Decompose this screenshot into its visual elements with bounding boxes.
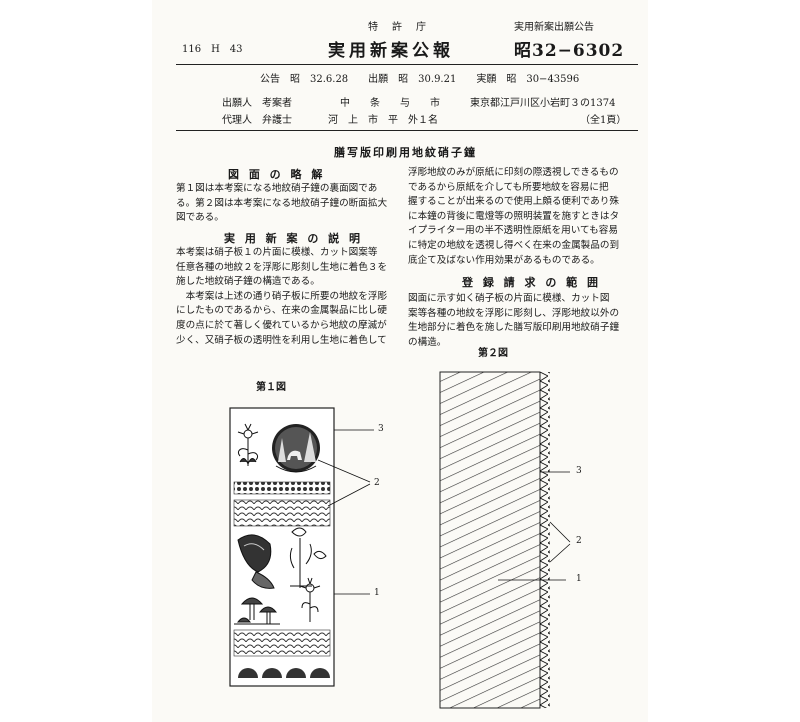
- publication-number: 昭32−6302: [514, 41, 625, 61]
- flower-motif-top: [237, 423, 259, 466]
- drawing-section-text: 第１図は本考案になる地紋硝子鐘の裏面図であ る。第２図は本考案になる地紋硝子鐘の…: [176, 183, 388, 224]
- agent-name: 河 上 市 平 外１名: [328, 115, 438, 126]
- fig1-ref-2: 2: [374, 478, 380, 488]
- pattern-band-1: [233, 481, 331, 495]
- figure-2-drawing: [439, 371, 571, 709]
- bibliographic-dates: 公告 昭 32.6.28 出願 昭 30.9.21 実願 昭 30−43596: [260, 74, 580, 85]
- document-title: 膳写版印刷用地紋硝子鐘: [334, 146, 477, 159]
- description-continued-text: 浮彫地紋のみが原紙に印刻の際透視しできるもの であるから原紙を介しても所要地紋を…: [408, 167, 620, 266]
- fig2-ref-2: 2: [576, 536, 582, 546]
- publication-title: 実用新案公報: [328, 41, 454, 61]
- fig1-ref-3: 3: [378, 424, 384, 434]
- description-section-text: 本考案は硝子板１の片面に模様、カット図案等 任意各種の地紋２を浮彫に彫刻し生地に…: [176, 247, 388, 346]
- fig2-ref-1: 1: [576, 574, 582, 584]
- page-count: （全1頁）: [580, 115, 627, 126]
- claim-section-text: 図面に示す如く硝子板の片面に模様、カット図 案等各種の地紋を浮彫に彫刻し、浮彫地…: [408, 293, 620, 348]
- gazette-page: 116 H 43 特 許 庁 実用新案公報 実用新案出願公告 昭32−6302 …: [152, 0, 648, 722]
- applicant-address: 東京都江戸川区小岩町３の1374: [470, 98, 616, 109]
- fig2-label: 第２図: [478, 348, 508, 359]
- deer-forest-medallion: [272, 424, 320, 473]
- applicant-name: 中 条 与 市: [340, 98, 440, 109]
- class-code: 116 H 43: [182, 44, 243, 55]
- biblio-rule: [176, 130, 638, 131]
- fig1-label: 第１図: [256, 382, 286, 393]
- gazette-type: 実用新案出願公告: [514, 22, 594, 33]
- fig1-ref-1: 1: [374, 588, 380, 598]
- claim-section-title: 登 録 請 求 の 範 囲: [462, 276, 601, 289]
- fig2-ref-3: 3: [576, 466, 582, 476]
- mushroom-motif: [234, 597, 280, 625]
- figure-1-drawing: [229, 407, 374, 687]
- drawing-section-title: 図 面 の 略 解: [228, 168, 326, 181]
- description-section-title: 実 用 新 案 の 説 明: [224, 232, 363, 245]
- header-rule: [176, 64, 638, 65]
- agent-label: 代理人 弁護士: [222, 115, 292, 126]
- pattern-band-2: [233, 499, 331, 527]
- applicant-label: 出願人 考案者: [222, 98, 292, 109]
- office-name: 特 許 庁: [368, 22, 428, 33]
- pattern-band-3: [233, 629, 331, 657]
- flower-motif-bottom: [299, 577, 321, 622]
- pattern-band-fans: [238, 668, 330, 678]
- butterfly-motif: [237, 534, 275, 589]
